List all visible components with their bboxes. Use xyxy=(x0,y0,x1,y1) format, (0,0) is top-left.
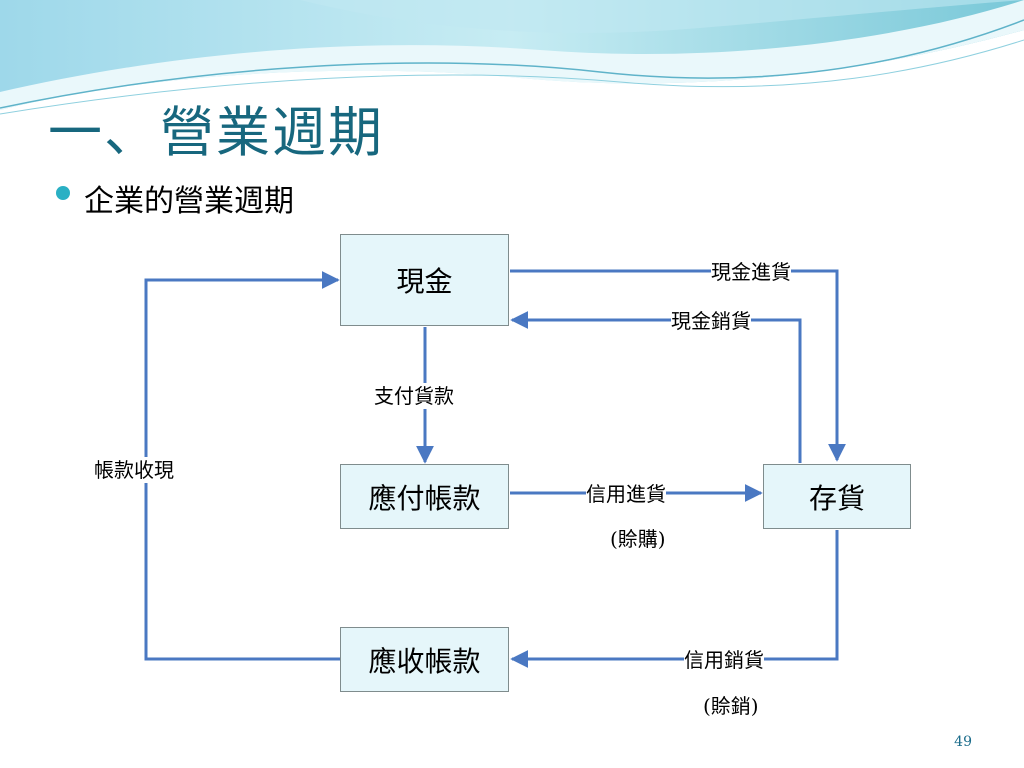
label-collect-receivable: 帳款收現 xyxy=(94,457,174,483)
bullet-text: 企業的營業週期 xyxy=(84,184,294,219)
node-cash: 現金 xyxy=(340,234,509,326)
header-wave-decoration xyxy=(0,0,1024,115)
page-number: 49 xyxy=(954,734,972,750)
edge-credit-sale xyxy=(510,530,839,668)
edge-cash-purchase xyxy=(510,269,846,462)
label-credit-purchase: 信用進貨 xyxy=(586,481,666,507)
label-pay-payable: 支付貨款 xyxy=(374,383,454,409)
label-credit-purchase-note: (賒購) xyxy=(602,524,674,554)
node-accounts-receivable: 應收帳款 xyxy=(340,627,509,692)
label-credit-sale-note: (賒銷) xyxy=(693,689,769,723)
bullet-dot-icon xyxy=(56,186,70,200)
edge-collect-receivable xyxy=(144,271,340,661)
label-credit-sale: 信用銷貨 xyxy=(684,647,764,673)
label-cash-sale: 現金銷貨 xyxy=(671,308,751,334)
label-cash-purchase: 現金進貨 xyxy=(711,259,791,285)
page-title: 一、營業週期 xyxy=(48,101,384,164)
node-inventory: 存貨 xyxy=(763,464,911,529)
edge-cash-sale xyxy=(510,311,802,463)
node-accounts-payable: 應付帳款 xyxy=(340,464,509,529)
